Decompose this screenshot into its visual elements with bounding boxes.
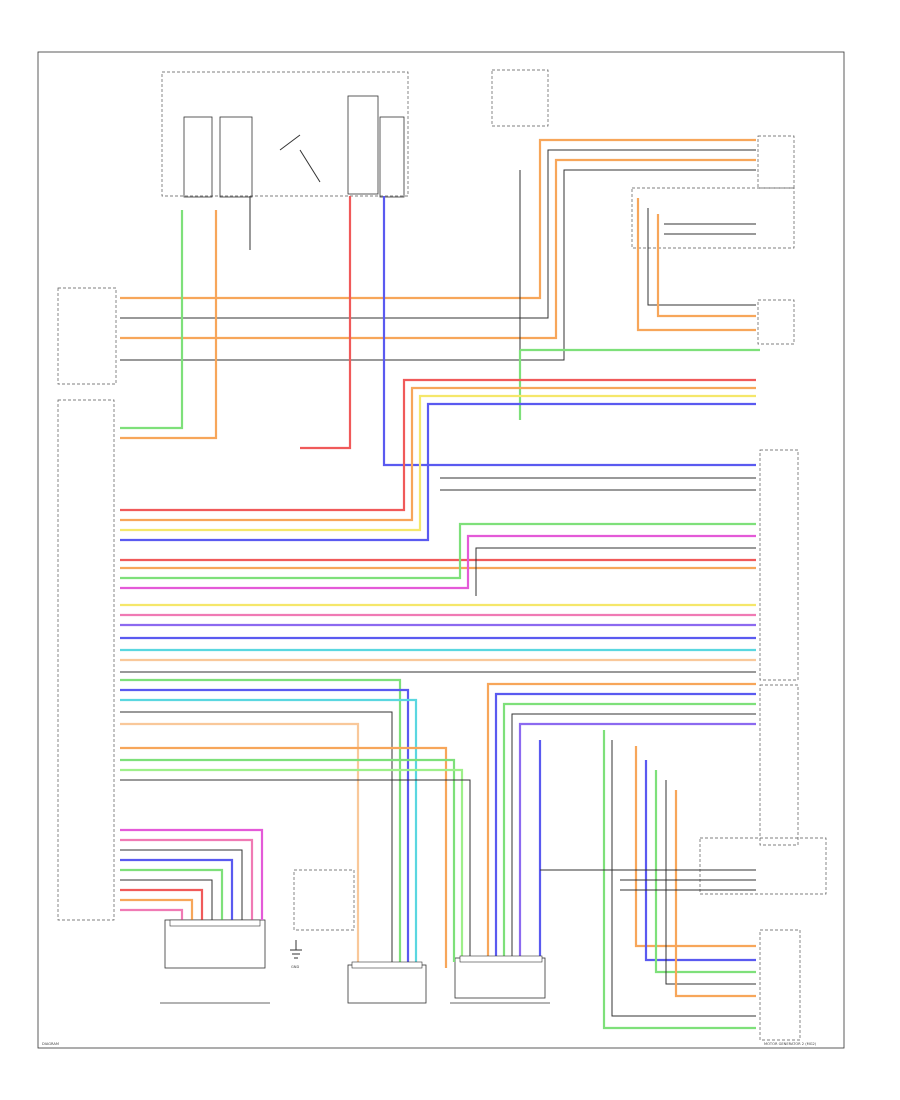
- wire-orange-r3: [656, 214, 756, 318]
- wire-magenta-bl: [120, 828, 264, 920]
- wire-gray-low: [120, 711, 393, 968]
- wire-blue-bundle: [120, 402, 756, 542]
- diagram-border: [37, 51, 845, 1049]
- wire-green-bottom: [602, 730, 756, 1030]
- wire-gray-bl: [120, 849, 243, 920]
- module-right-2: [631, 187, 795, 249]
- relay-3: [347, 95, 379, 195]
- wire-blue-mg1: [494, 692, 756, 962]
- wire-green-m: [120, 522, 756, 580]
- connector-bottom-1: [164, 919, 266, 969]
- wire-pink-bl: [120, 838, 254, 920]
- wires: [120, 138, 760, 1030]
- ecu-connector-left: [57, 399, 115, 921]
- module-right-1: [757, 135, 795, 189]
- wire-blue-fuse: [382, 196, 756, 467]
- wire-red-fuse: [300, 196, 352, 450]
- wire-orange-mg1: [486, 682, 756, 962]
- junction-module: [491, 69, 549, 127]
- wire-pink-bl2: [120, 908, 184, 920]
- wire-orange-top: [120, 138, 756, 300]
- wire-orange-bl: [120, 898, 194, 920]
- relay-1: [183, 116, 213, 198]
- wire-lightgreen-low: [120, 768, 464, 962]
- connector-right-main: [759, 449, 799, 681]
- bottom-pin-stubs: [169, 919, 543, 969]
- relay-2: [219, 116, 253, 198]
- wire-orange-r5: [634, 746, 756, 948]
- wire-cyan-low: [120, 698, 418, 968]
- module-right-sensor: [699, 837, 827, 895]
- wire-blue-r5: [644, 760, 756, 962]
- connector-bottom-2: [347, 964, 427, 1004]
- module-right-3: [757, 299, 795, 345]
- wire-gray-1: [120, 149, 756, 319]
- wire-gray-bottom: [611, 740, 756, 1017]
- wire-gray-r4: [664, 223, 756, 235]
- wire-magenta-m: [120, 534, 756, 590]
- wire-green-r5: [654, 770, 756, 974]
- bottom-right-code: MOTOR GENERATOR 2 (MG2): [764, 1042, 817, 1046]
- ground-symbol: [290, 940, 302, 959]
- gnd-label: GND: [291, 965, 299, 969]
- wire-green-low: [120, 678, 402, 968]
- wire-gray-m3: [475, 547, 756, 596]
- wire-gray-mg1: [511, 713, 756, 962]
- wire-red-bundle: [120, 378, 756, 512]
- wire-orange-bundle: [120, 386, 756, 522]
- wire-red-bl: [120, 888, 204, 920]
- wire-green-long: [120, 210, 760, 430]
- relay-switch: [279, 134, 321, 183]
- wire-gray-r5: [665, 780, 756, 985]
- wire-violet-mg1: [518, 722, 756, 962]
- wire-gray-2: [120, 169, 756, 361]
- connector-right-mid: [759, 684, 799, 846]
- wire-orange-r1: [636, 198, 756, 332]
- wire-yellow-bundle: [120, 394, 756, 532]
- wire-orange-r6: [674, 790, 756, 998]
- wire-gray-bl2: [120, 879, 213, 920]
- relay-4: [379, 116, 405, 198]
- wire-peach-low: [120, 722, 360, 968]
- connector-left-top: [57, 287, 117, 385]
- wire-orange-2: [120, 158, 756, 340]
- bottom-left-code: DIAGRAM: [42, 1042, 59, 1046]
- wire-orange-low: [120, 746, 448, 968]
- connector-mg2: [759, 929, 801, 1041]
- fuse-relay-box: [161, 71, 409, 197]
- wire-blue-bl: [120, 858, 234, 920]
- wire-gray-r2: [647, 208, 756, 306]
- wire-blue-low: [120, 688, 410, 968]
- connector-bottom-3: [454, 957, 546, 999]
- wire-gray-low2: [120, 779, 471, 962]
- ground-box: [293, 869, 355, 931]
- wire-green-mg1: [502, 702, 756, 962]
- wire-orange-fuse: [120, 210, 218, 440]
- wire-green-low2: [120, 758, 456, 962]
- wire-green-bl: [120, 868, 224, 920]
